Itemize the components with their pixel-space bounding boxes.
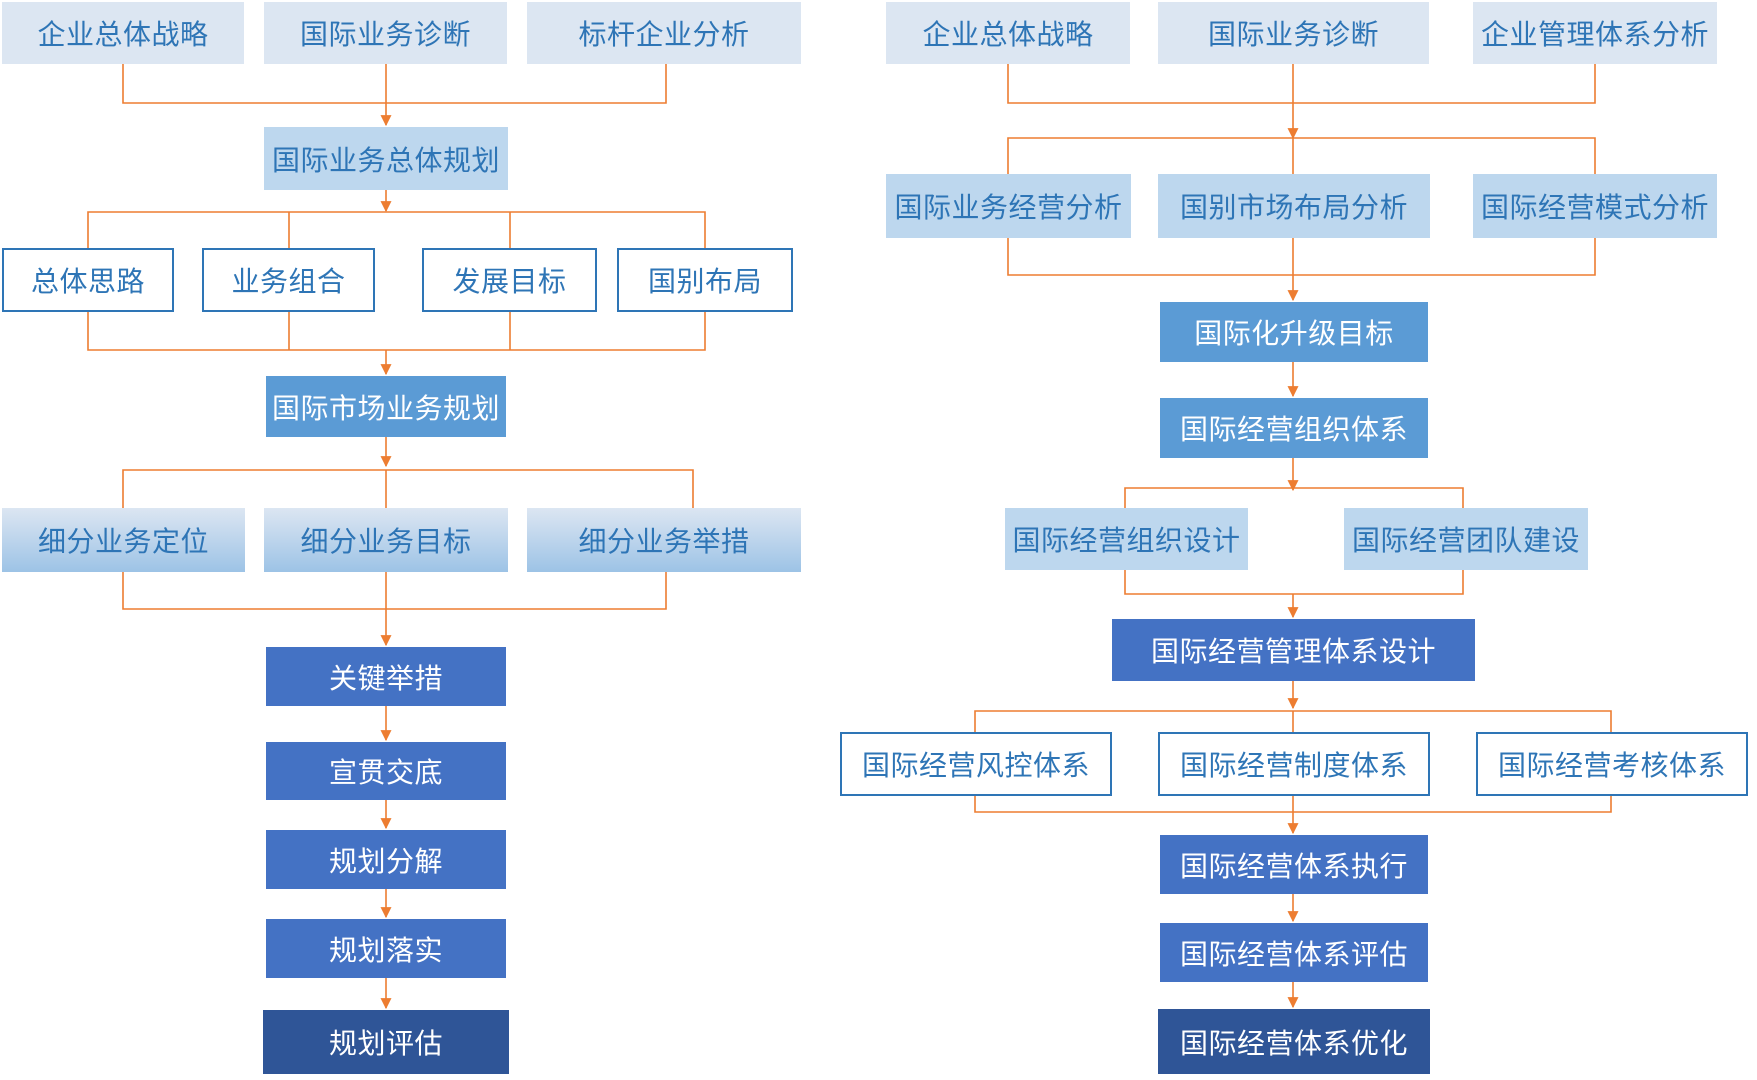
right-subsystem-regulations: 国际经营制度体系 bbox=[1158, 732, 1430, 796]
left-segment-targets: 细分业务目标 bbox=[264, 508, 508, 572]
left-input-strategy: 企业总体战略 bbox=[2, 2, 244, 64]
right-team-building: 国际经营团队建设 bbox=[1344, 508, 1588, 570]
left-element-country-layout: 国别布局 bbox=[617, 248, 793, 312]
left-step-key-measures: 关键举措 bbox=[266, 647, 506, 706]
connector-left-segments-bottom bbox=[122, 572, 667, 610]
left-overall-plan: 国际业务总体规划 bbox=[264, 127, 508, 190]
right-step-evaluation: 国际经营体系评估 bbox=[1160, 923, 1428, 982]
left-input-benchmark: 标杆企业分析 bbox=[527, 2, 801, 64]
left-step-communication: 宣贯交底 bbox=[266, 742, 506, 800]
left-element-approach: 总体思路 bbox=[2, 248, 174, 312]
right-org-system: 国际经营组织体系 bbox=[1160, 398, 1428, 458]
left-step-implementation: 规划落实 bbox=[266, 919, 506, 978]
left-element-portfolio: 业务组合 bbox=[202, 248, 375, 312]
left-input-diagnosis: 国际业务诊断 bbox=[264, 2, 507, 64]
left-segment-positioning: 细分业务定位 bbox=[2, 508, 245, 572]
connector-right-analyses-top bbox=[1007, 137, 1596, 174]
connector-right-orgparts-top bbox=[1124, 487, 1464, 508]
right-mgmt-system-design: 国际经营管理体系设计 bbox=[1112, 619, 1475, 681]
left-step-evaluation: 规划评估 bbox=[263, 1010, 509, 1074]
right-input-mgmt-analysis: 企业管理体系分析 bbox=[1473, 2, 1717, 64]
connector-left-elements-top bbox=[87, 211, 706, 248]
left-market-plan: 国际市场业务规划 bbox=[266, 376, 506, 437]
right-input-diagnosis: 国际业务诊断 bbox=[1158, 2, 1429, 64]
left-step-decomposition: 规划分解 bbox=[266, 830, 506, 889]
right-analysis-model: 国际经营模式分析 bbox=[1473, 174, 1717, 238]
right-subsystem-assessment: 国际经营考核体系 bbox=[1476, 732, 1748, 796]
connector-right-orgparts-bottom bbox=[1124, 570, 1464, 595]
connector-left-inputs bbox=[122, 64, 667, 104]
connector-right-subsystems-top bbox=[974, 710, 1612, 732]
right-subsystem-risk-control: 国际经营风控体系 bbox=[840, 732, 1112, 796]
connector-left-segments-top bbox=[122, 469, 694, 508]
right-org-design: 国际经营组织设计 bbox=[1005, 508, 1248, 570]
right-step-optimization: 国际经营体系优化 bbox=[1158, 1009, 1430, 1074]
right-step-execution: 国际经营体系执行 bbox=[1160, 835, 1428, 894]
connector-right-analyses-bottom bbox=[1007, 238, 1596, 276]
right-analysis-market-layout: 国别市场布局分析 bbox=[1158, 174, 1430, 238]
connector-left-elements-bottom bbox=[87, 312, 706, 351]
right-upgrade-goal: 国际化升级目标 bbox=[1160, 302, 1428, 362]
left-segment-measures: 细分业务举措 bbox=[527, 508, 801, 572]
connector-right-inputs bbox=[1007, 64, 1596, 104]
connector-right-subsystems-bottom bbox=[974, 796, 1612, 813]
right-analysis-operations: 国际业务经营分析 bbox=[886, 174, 1131, 238]
right-input-strategy: 企业总体战略 bbox=[886, 2, 1130, 64]
left-element-goals: 发展目标 bbox=[422, 248, 597, 312]
